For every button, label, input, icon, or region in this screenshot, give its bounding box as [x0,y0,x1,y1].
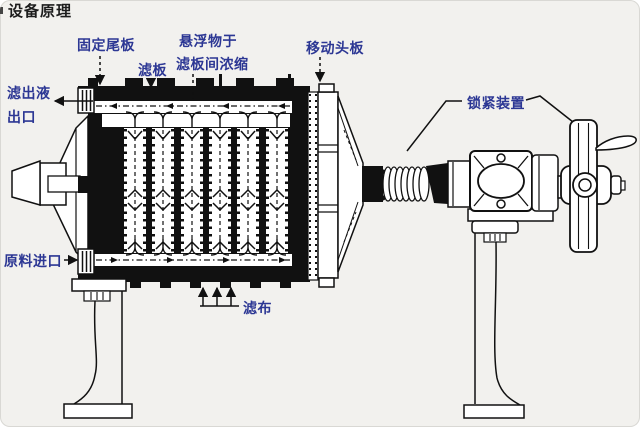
filter-plate [264,126,290,255]
leader-lines [53,56,574,307]
head-foot [318,277,335,288]
filter-plate [179,126,205,255]
filter-cloth-bracket [197,286,239,307]
filter-plate [150,126,176,255]
label-fixed-tail-plate: 固定尾板 [77,37,135,53]
locking-device-flange [531,154,559,212]
handwheel [560,119,637,253]
filter-plate [207,126,233,255]
shaft-boss [362,166,383,202]
label-filter-plate: 滤板 [138,62,167,78]
label-filtrate-outlet-line2: 出口 [7,109,36,125]
locking-device-assembly [467,150,571,222]
head-gusset [337,95,364,273]
handwheel-handle [595,135,637,151]
top-bar-bolts [88,74,294,87]
label-moving-head-plate: 移动头板 [306,40,364,56]
label-feed-inlet: 原料进口 [4,253,62,269]
bolt-icon [496,153,506,163]
screw-shaft-assembly [362,160,473,208]
locking-device-leader-left [406,100,462,152]
page-title: 设备原理 [8,2,72,20]
right-stand [463,220,525,419]
filter-plate [122,126,148,255]
label-suspension-line2: 滤板间浓缩 [176,56,249,72]
top-header-zone [102,114,290,127]
locking-device-leader-right [525,95,574,123]
flow-lines [96,103,290,263]
fixed-tail-assembly [11,87,95,275]
screw-threads [382,166,430,202]
frame-top-bar [78,86,310,101]
label-filtrate-outlet-line1: 滤出液 [7,85,51,101]
support-shaft-socket [78,176,90,193]
moving-head-assembly [307,83,364,288]
filter-plate [235,126,261,255]
label-filter-cloth: 滤布 [243,300,272,316]
frame-bottom-bar [78,266,310,282]
hub-nut [610,175,622,195]
moving-head-plate [317,91,339,279]
support-beam-end [11,159,41,206]
bottom-bar-bolts [130,281,291,288]
head-top-cap [318,83,335,93]
filter-press-body [78,74,310,288]
left-stand [63,278,133,419]
support-shaft [47,175,81,193]
label-locking-device: 锁紧装置 [467,95,525,111]
bolt-icon [496,199,506,209]
shaft-cylinder [447,160,473,208]
page-edge-mark [0,7,3,14]
feed-inlet-pipe [77,248,95,275]
top-flow-channel [92,101,292,114]
shaft-collar [426,163,448,204]
label-suspension-line1: 悬浮物于 [178,33,237,49]
